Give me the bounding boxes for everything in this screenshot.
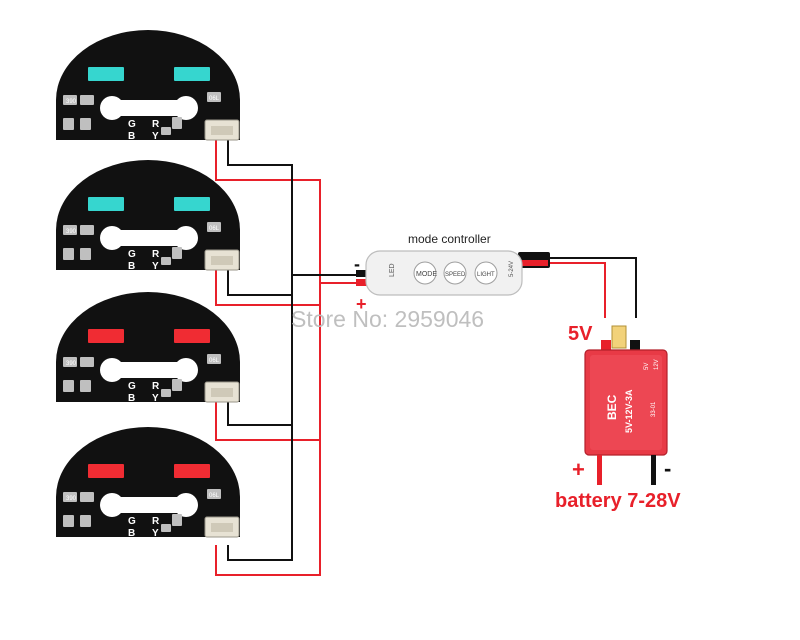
pad-r: R	[152, 249, 160, 260]
store-watermark: Store No: 2959046	[291, 306, 485, 332]
controller-btn-led: LED	[389, 263, 396, 277]
led-board-3: 390 06L G R B Y	[55, 291, 241, 404]
light-button-label: LIGHT	[477, 272, 495, 278]
light-button[interactable]	[474, 261, 498, 285]
bec-module: 5V BEC 5V-12V-3A 5V 12V 33-01 + - batter…	[555, 323, 681, 512]
controller-voltage-label: 5-24V	[509, 261, 515, 277]
mode-controller: mode controller - + LED MODE SPEED LIGHT…	[354, 232, 550, 314]
mode-button[interactable]	[413, 261, 437, 285]
bec-minus-label: -	[664, 456, 671, 481]
pad-b: B	[128, 261, 135, 272]
led-left	[88, 67, 124, 81]
pad-g: G	[128, 249, 136, 260]
resistor2-label: 06L	[209, 96, 220, 102]
bec-plus-label: +	[572, 457, 585, 482]
speed-button-label: SPEED	[445, 272, 466, 278]
pad-g: G	[128, 516, 136, 527]
led-left	[88, 197, 124, 211]
led-left	[88, 329, 124, 343]
pad-r: R	[152, 516, 160, 527]
resistor-label: 390	[66, 99, 77, 105]
led-board-1: 390 06L G R B Y	[55, 29, 241, 142]
black-wire-board-2	[227, 270, 292, 296]
led-board-4: 390 06L G R B Y	[55, 426, 241, 539]
led-right	[174, 329, 210, 343]
pad-r: R	[152, 381, 160, 392]
controller-title: mode controller	[408, 232, 491, 246]
red-wire-controller-bec	[548, 262, 606, 318]
resistor-label: 390	[66, 361, 77, 367]
red-wire-board-3	[215, 392, 320, 441]
pad-g: G	[128, 381, 136, 392]
led-left	[88, 464, 124, 478]
red-wire-board-2	[215, 270, 320, 306]
resistor-label: 390	[66, 229, 77, 235]
pad-y: Y	[152, 131, 159, 142]
bec-spec: 5V-12V-3A	[624, 389, 634, 433]
red-wire-bus	[215, 140, 321, 576]
controller-minus-label: -	[354, 254, 360, 274]
bec-voltage-out-label: 5V	[568, 323, 593, 345]
led-right	[174, 197, 210, 211]
pad-y: Y	[152, 528, 159, 539]
pad-y: Y	[152, 261, 159, 272]
resistor2-label: 06L	[209, 493, 220, 499]
resistor2-label: 06L	[209, 358, 220, 364]
pad-g: G	[128, 119, 136, 130]
controller-plus-label: +	[356, 294, 367, 314]
bec-title: BEC	[605, 394, 619, 420]
black-wire-board-3	[227, 395, 292, 426]
resistor2-label: 06L	[209, 226, 220, 232]
wires	[215, 140, 637, 576]
pad-r: R	[152, 119, 160, 130]
black-wire-bus	[227, 140, 293, 561]
bec-pad-5v: 5V	[644, 363, 650, 370]
bec-pad-12v: 12V	[654, 359, 660, 370]
bec-model: 33-01	[651, 401, 657, 417]
black-wire-controller-bec	[548, 257, 637, 318]
pad-b: B	[128, 131, 135, 142]
mode-button-label: MODE	[416, 271, 437, 278]
led-right	[174, 464, 210, 478]
speed-button[interactable]	[443, 261, 467, 285]
resistor-label: 390	[66, 496, 77, 502]
pad-b: B	[128, 393, 135, 404]
pad-y: Y	[152, 393, 159, 404]
pad-b: B	[128, 528, 135, 539]
battery-label: battery 7-28V	[555, 490, 681, 512]
led-board-2: 390 06L G R B Y	[55, 159, 241, 272]
led-right	[174, 67, 210, 81]
